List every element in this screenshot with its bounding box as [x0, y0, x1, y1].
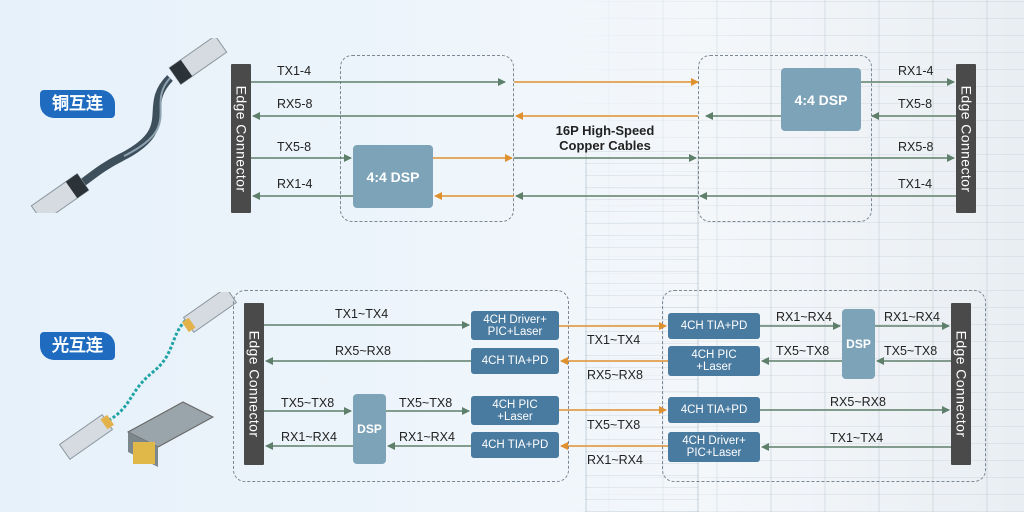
copper-right-label-tx5-8: TX5-8	[898, 97, 933, 111]
copper-left-label-rx5-8: RX5-8	[277, 97, 313, 111]
copper-left-dsp: 4:4 DSP	[353, 145, 433, 208]
optical-right-box-tia-pd: 4CH TIA+PD	[668, 313, 760, 339]
optical-left-label-rx5-rx8: RX5~RX8	[335, 344, 391, 358]
optical-right-edge-connector: Edge Connector	[951, 303, 971, 465]
optical-left-box-tia-pd: 4CH TIA+PD	[471, 348, 559, 374]
copper-left-label-tx1-4: TX1-4	[277, 64, 312, 78]
copper-cable-product-image	[30, 38, 228, 213]
copper-right-edge-connector: Edge Connector	[956, 64, 976, 213]
copper-left-label-rx1-4: RX1-4	[277, 177, 313, 191]
optical-left-label-tx5-tx8: TX5~TX8	[281, 396, 335, 410]
optical-right-label-rx1-rx4: RX1~RX4	[776, 310, 832, 324]
optical-right-label-tx5-tx8: TX5~TX8	[776, 344, 830, 358]
copper-left-module-outline	[340, 55, 514, 222]
optical-left-edge-connector: Edge Connector	[244, 303, 264, 465]
copper-right-dsp: 4:4 DSP	[781, 68, 861, 131]
optical-module-product-image	[58, 292, 238, 467]
optical-middle-label-tx1-tx4: TX1~TX4	[587, 333, 641, 347]
copper-left-label-tx5-8: TX5-8	[277, 140, 312, 154]
optical-left-box-tia-pd-2: 4CH TIA+PD	[471, 432, 559, 458]
optical-left-label-rx1-rx4-post: RX1~RX4	[399, 430, 455, 444]
optical-left-label-tx1-tx4: TX1~TX4	[335, 307, 389, 321]
optical-right-box-pic-laser: 4CH PIC +Laser	[668, 346, 760, 376]
optical-right-label-rx5-rx8: RX5~RX8	[830, 395, 886, 409]
optical-right-label-tx5-tx8-post: TX5~TX8	[884, 344, 938, 358]
optical-right-box-driver-pic-laser: 4CH Driver+ PIC+Laser	[668, 432, 760, 462]
optical-right-label-tx1-tx4: TX1~TX4	[830, 431, 884, 445]
optical-left-box-pic-laser: 4CH PIC +Laser	[471, 396, 559, 425]
copper-right-label-tx1-4: TX1-4	[898, 177, 933, 191]
optical-right-dsp: DSP	[842, 309, 875, 379]
optical-right-module-outline	[662, 290, 986, 482]
optical-left-label-rx1-rx4: RX1~RX4	[281, 430, 337, 444]
optical-left-box-driver-pic-laser: 4CH Driver+ PIC+Laser	[471, 311, 559, 340]
copper-cable-title: 16P High-Speed Copper Cables	[555, 123, 655, 153]
optical-middle-label-rx5-rx8: RX5~RX8	[587, 368, 643, 382]
optical-left-dsp: DSP	[353, 394, 386, 464]
copper-right-module-outline	[698, 55, 872, 222]
copper-right-label-rx1-4: RX1-4	[898, 64, 934, 78]
copper-section-tag: 铜互连	[40, 90, 115, 118]
optical-right-box-tia-pd-2: 4CH TIA+PD	[668, 397, 760, 423]
copper-left-edge-connector: Edge Connector	[231, 64, 251, 213]
optical-left-module-outline	[233, 290, 569, 482]
copper-right-label-rx5-8: RX5-8	[898, 140, 934, 154]
optical-section-tag: 光互连	[40, 332, 115, 360]
optical-left-label-tx5-tx8-post: TX5~TX8	[399, 396, 453, 410]
optical-middle-label-tx5-tx8: TX5~TX8	[587, 418, 641, 432]
optical-right-label-rx1-rx4-post: RX1~RX4	[884, 310, 940, 324]
optical-middle-label-rx1-rx4: RX1~RX4	[587, 453, 643, 467]
